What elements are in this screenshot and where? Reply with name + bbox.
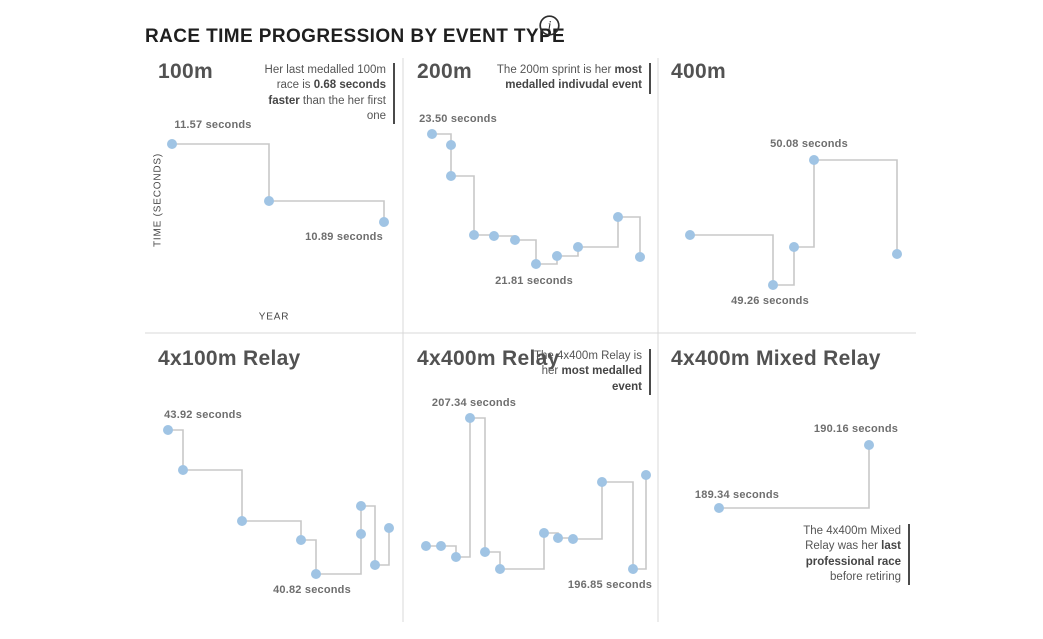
page-title: RACE TIME PROGRESSION BY EVENT TYPE (145, 25, 566, 47)
data-point-200m[interactable] (446, 140, 456, 150)
data-point-4x100m-relay[interactable] (178, 465, 188, 475)
value-label-4x100m-relay: 40.82 seconds (273, 584, 351, 596)
data-point-4x400m-relay[interactable] (597, 477, 607, 487)
step-line-4x400m-relay (426, 417, 647, 570)
value-label-200m: 23.50 seconds (419, 113, 497, 125)
data-point-100m[interactable] (264, 196, 274, 206)
data-point-200m[interactable] (469, 230, 479, 240)
data-point-400m[interactable] (768, 280, 778, 290)
value-label-4x100m-relay: 43.92 seconds (164, 409, 242, 421)
data-point-200m[interactable] (427, 129, 437, 139)
value-label-100m: 11.57 seconds (174, 119, 252, 131)
data-point-4x400m-relay[interactable] (465, 413, 475, 423)
data-point-4x100m-relay[interactable] (163, 425, 173, 435)
annotation-text-run: most medalled event (561, 365, 642, 393)
step-line-4x100m-relay (168, 429, 390, 575)
svg-text:i: i (548, 18, 552, 33)
value-label-400m: 50.08 seconds (770, 138, 848, 150)
data-point-400m[interactable] (685, 230, 695, 240)
data-point-400m[interactable] (809, 155, 819, 165)
data-point-4x100m-relay[interactable] (356, 501, 366, 511)
data-point-4x400m-relay[interactable] (553, 533, 563, 543)
annotation-text-run: The 4x400m Mixed Relay was her (803, 525, 901, 553)
value-label-4x400m-mixed-relay: 189.34 seconds (694, 489, 780, 501)
info-icon[interactable]: i (538, 14, 561, 37)
y-axis-label: TIME (SECONDS) (152, 153, 164, 247)
annotation-4x400m-relay: The 4x400m Relay is her most medalled ev… (527, 349, 651, 395)
value-label-100m: 10.89 seconds (305, 231, 383, 243)
annotation-text-run: 0.68 seconds faster (268, 79, 386, 107)
data-point-200m[interactable] (613, 212, 623, 222)
panel-title-100m: 100m (158, 60, 213, 83)
data-point-4x100m-relay[interactable] (296, 535, 306, 545)
step-line-400m (690, 159, 898, 286)
data-point-200m[interactable] (531, 259, 541, 269)
data-point-4x400m-mixed-relay[interactable] (864, 440, 874, 450)
annotation-text-run: The 200m sprint is her (496, 64, 615, 76)
panel-title-4x400m-relay: 4x400m Relay (417, 347, 560, 370)
x-axis-label: YEAR (258, 311, 290, 323)
value-label-4x400m-relay: 207.34 seconds (431, 397, 517, 409)
data-point-200m[interactable] (489, 231, 499, 241)
data-point-4x400m-relay[interactable] (495, 564, 505, 574)
annotation-4x400m-mixed-relay: The 4x400m Mixed Relay was her last prof… (776, 524, 910, 586)
data-point-4x100m-relay[interactable] (311, 569, 321, 579)
value-label-200m: 21.81 seconds (495, 275, 573, 287)
step-line-4x400m-mixed-relay (719, 445, 870, 509)
data-point-100m[interactable] (167, 139, 177, 149)
data-point-4x400m-relay[interactable] (421, 541, 431, 551)
data-point-4x400m-relay[interactable] (451, 552, 461, 562)
data-point-4x400m-relay[interactable] (568, 534, 578, 544)
panel-title-4x100m-relay: 4x100m Relay (158, 347, 301, 370)
data-point-4x400m-relay[interactable] (480, 547, 490, 557)
step-line-200m (432, 133, 641, 265)
value-label-400m: 49.26 seconds (731, 295, 809, 307)
data-point-200m[interactable] (635, 252, 645, 262)
data-point-400m[interactable] (789, 242, 799, 252)
data-point-4x400m-mixed-relay[interactable] (714, 503, 724, 513)
data-point-4x100m-relay[interactable] (370, 560, 380, 570)
data-point-4x400m-relay[interactable] (641, 470, 651, 480)
value-label-4x400m-relay: 196.85 seconds (567, 579, 653, 591)
annotation-text-run: The 4x400m Relay is her (533, 350, 642, 378)
step-line-100m (172, 143, 385, 222)
panel-title-200m: 200m (417, 60, 472, 83)
data-point-4x400m-relay[interactable] (436, 541, 446, 551)
annotation-text-run: last professional race (805, 540, 901, 568)
data-point-400m[interactable] (892, 249, 902, 259)
annotation-200m: The 200m sprint is her most medalled ind… (487, 63, 651, 94)
data-point-200m[interactable] (510, 235, 520, 245)
data-point-4x400m-relay[interactable] (628, 564, 638, 574)
annotation-text-run: Her last medalled 100m race is (264, 64, 386, 92)
value-label-4x400m-mixed-relay: 190.16 seconds (813, 423, 899, 435)
data-point-4x400m-relay[interactable] (539, 528, 549, 538)
annotation-text-run: than the her first one (299, 94, 386, 122)
data-point-200m[interactable] (573, 242, 583, 252)
data-point-4x100m-relay[interactable] (384, 523, 394, 533)
annotation-100m: Her last medalled 100m race is 0.68 seco… (264, 63, 395, 125)
data-point-200m[interactable] (552, 251, 562, 261)
annotation-text-run: most medalled indivudal event (505, 64, 642, 92)
panel-title-4x400m-mixed-relay: 4x400m Mixed Relay (671, 347, 881, 370)
annotation-text-run: before retiring (830, 570, 901, 583)
data-point-4x100m-relay[interactable] (356, 529, 366, 539)
data-point-4x100m-relay[interactable] (237, 516, 247, 526)
panel-title-400m: 400m (671, 60, 726, 83)
data-point-200m[interactable] (446, 171, 456, 181)
data-point-100m[interactable] (379, 217, 389, 227)
